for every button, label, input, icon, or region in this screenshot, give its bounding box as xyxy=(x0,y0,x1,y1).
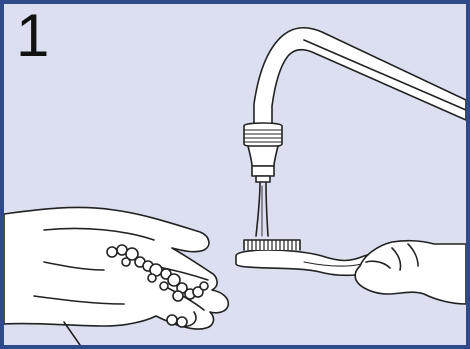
right-hand-icon xyxy=(355,241,466,304)
left-hand-icon xyxy=(4,207,228,345)
water-stream-icon xyxy=(256,182,268,236)
illustration xyxy=(4,4,466,345)
faucet-icon xyxy=(244,28,466,182)
